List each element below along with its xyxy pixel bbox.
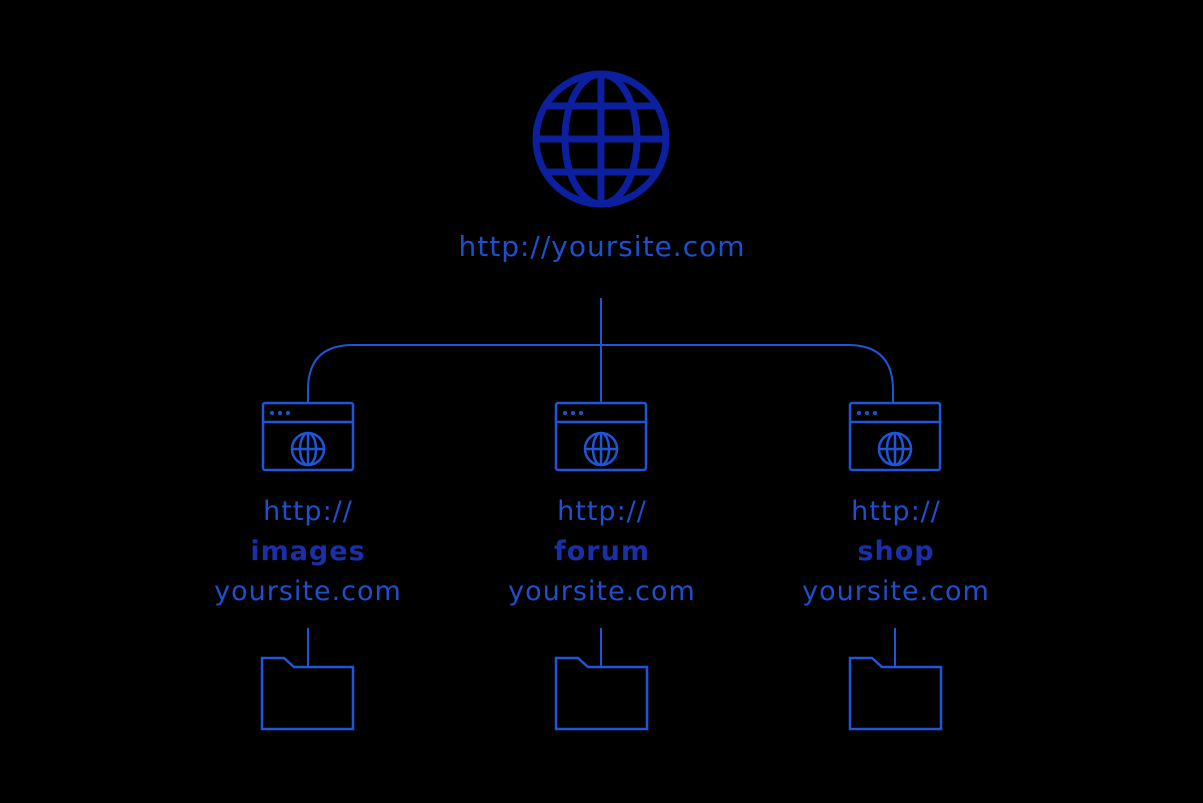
browser-window-icon xyxy=(848,401,942,472)
domain-text: yoursite.com xyxy=(802,576,990,607)
folder-connectors xyxy=(307,628,896,667)
folder-icon xyxy=(554,656,649,731)
subdomain-label-images: http:// images yoursite.com xyxy=(178,492,438,612)
subdomain-text: images xyxy=(250,536,366,567)
protocol-text: http:// xyxy=(851,496,941,527)
globe-icon xyxy=(532,70,670,208)
subdomain-text: forum xyxy=(554,536,650,567)
subdomain-label-forum: http:// forum yoursite.com xyxy=(472,492,732,612)
subdomain-text: shop xyxy=(857,536,935,567)
folder-icon xyxy=(260,656,355,731)
connector-lines xyxy=(307,298,894,403)
subdomain-label-shop: http:// shop yoursite.com xyxy=(766,492,1026,612)
domain-text: yoursite.com xyxy=(508,576,696,607)
browser-window-icon xyxy=(554,401,648,472)
protocol-text: http:// xyxy=(557,496,647,527)
protocol-text: http:// xyxy=(263,496,353,527)
root-url-label: http://yoursite.com xyxy=(458,230,746,263)
domain-text: yoursite.com xyxy=(214,576,402,607)
browser-window-icon xyxy=(261,401,355,472)
folder-icon xyxy=(848,656,943,731)
